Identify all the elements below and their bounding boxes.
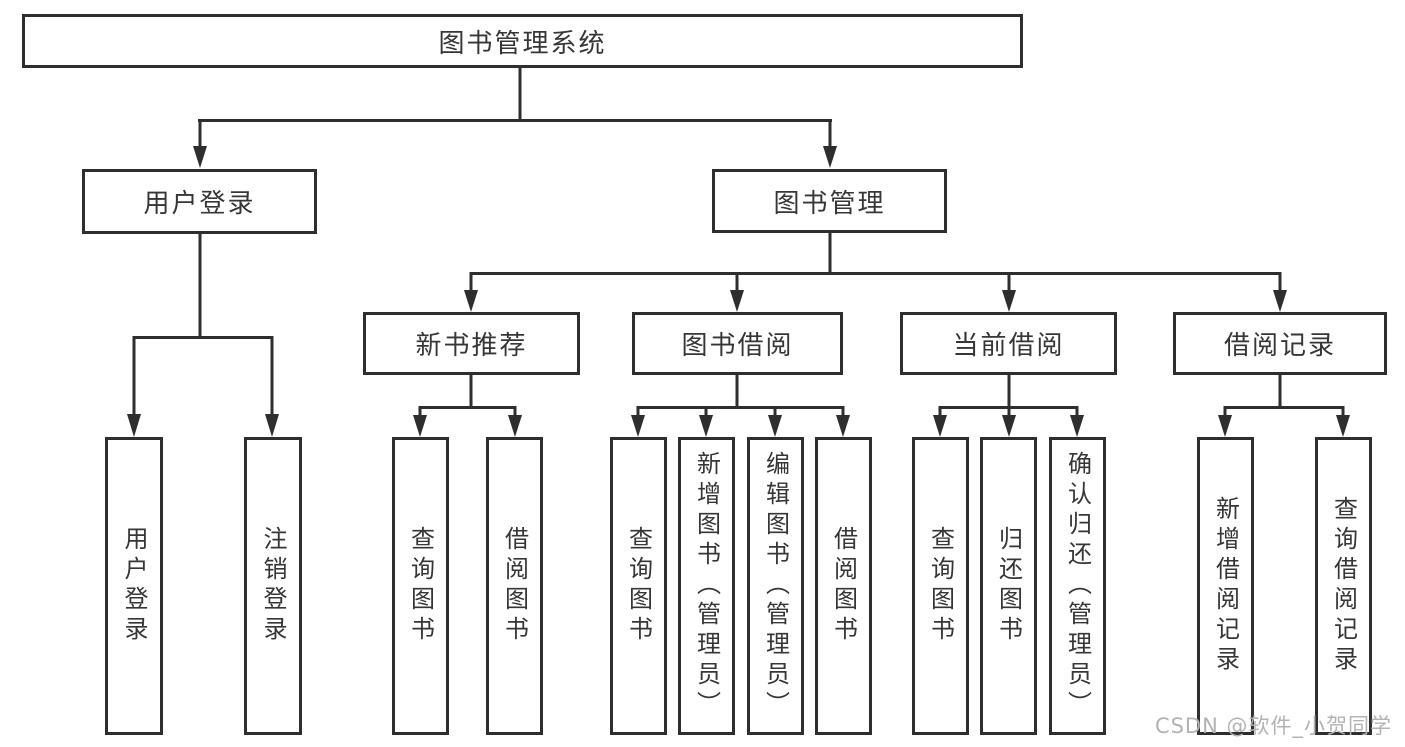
node-borrow-records: 借阅记录 xyxy=(1173,312,1387,375)
node-user-login: 用户登录 xyxy=(82,169,317,234)
leaf-confirm-return-admin: 确认归还（管理员） xyxy=(1049,437,1106,735)
leaf-logout: 注销登录 xyxy=(244,437,302,735)
leaf-add-borrow-record: 新增借阅记录 xyxy=(1197,437,1254,735)
csdn-watermark: CSDN @软件_小贺同学 xyxy=(1154,714,1392,738)
connector-user-login-children xyxy=(127,234,279,437)
leaf-query-borrow-record: 查询借阅记录 xyxy=(1315,437,1372,735)
leaf-query-books-borrow: 查询图书 xyxy=(610,437,667,735)
connector-root-to-level2 xyxy=(193,68,837,168)
node-book-management: 图书管理 xyxy=(712,169,947,233)
connector-new-book-children xyxy=(413,375,522,437)
leaf-borrow-books: 借阅图书 xyxy=(815,437,872,735)
connector-current-borrow-children xyxy=(933,375,1084,437)
node-book-borrow: 图书借阅 xyxy=(632,312,843,375)
node-current-borrow: 当前借阅 xyxy=(900,312,1117,375)
leaf-edit-book-admin: 编辑图书（管理员） xyxy=(747,437,804,735)
node-new-book-recommend: 新书推荐 xyxy=(363,312,580,375)
connector-book-borrow-children xyxy=(631,375,850,437)
leaf-user-login: 用户登录 xyxy=(105,437,163,735)
connector-book-management-children xyxy=(464,233,1287,312)
leaf-query-books-recommend: 查询图书 xyxy=(392,437,449,735)
leaf-query-books-current: 查询图书 xyxy=(912,437,969,735)
leaf-add-book-admin: 新增图书（管理员） xyxy=(678,437,735,735)
node-root-system: 图书管理系统 xyxy=(22,14,1023,68)
leaf-return-book: 归还图书 xyxy=(980,437,1037,735)
connector-borrow-records-children xyxy=(1218,375,1350,437)
leaf-borrow-books-recommend: 借阅图书 xyxy=(486,437,543,735)
